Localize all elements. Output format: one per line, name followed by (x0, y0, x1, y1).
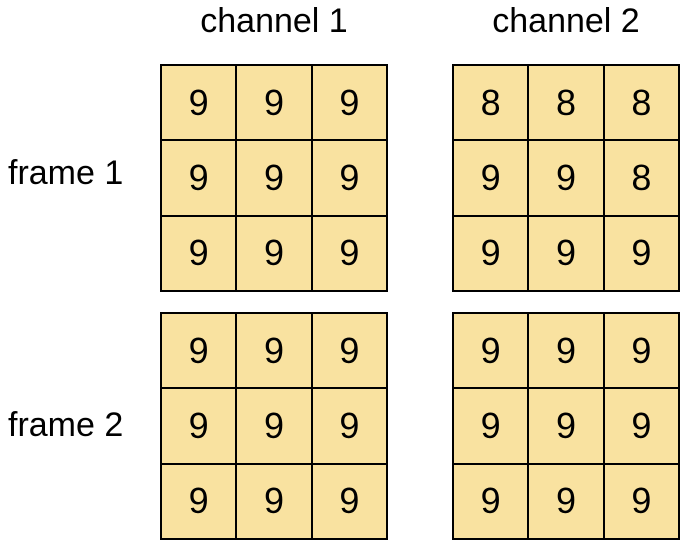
grid-cell: 9 (528, 463, 604, 539)
grid-cell: 9 (161, 215, 237, 291)
grid-frame-1-channel-2: 8 8 8 9 9 8 9 9 9 (452, 64, 680, 292)
grid-cell: 9 (161, 388, 237, 464)
grid-cell: 9 (161, 140, 237, 216)
grid-cell: 9 (161, 313, 237, 389)
grid-cell: 9 (528, 140, 604, 216)
grid-cell: 9 (528, 388, 604, 464)
grid-cell: 9 (603, 313, 679, 389)
grid-cell: 9 (236, 140, 312, 216)
grid-cell: 9 (311, 65, 387, 141)
grid-cell: 9 (311, 313, 387, 389)
grid-cell: 8 (603, 65, 679, 141)
grid-cell: 9 (528, 313, 604, 389)
grid-cell: 9 (453, 463, 529, 539)
grid-cell: 9 (311, 140, 387, 216)
grid-cell: 9 (161, 463, 237, 539)
grid-cell: 9 (453, 140, 529, 216)
grid-cell: 9 (453, 388, 529, 464)
grid-cell: 9 (161, 65, 237, 141)
column-header-channel-2: channel 2 (492, 2, 640, 40)
grid-cell: 8 (453, 65, 529, 141)
grid-frame-2-channel-1: 9 9 9 9 9 9 9 9 9 (160, 312, 388, 540)
grid-cell: 9 (453, 313, 529, 389)
grid-cell: 9 (311, 215, 387, 291)
grid-cell: 9 (236, 313, 312, 389)
grid-cell: 8 (528, 65, 604, 141)
grid-cell: 9 (528, 215, 604, 291)
grid-cell: 8 (603, 140, 679, 216)
column-header-channel-1: channel 1 (200, 2, 348, 40)
grid-cell: 9 (236, 215, 312, 291)
grid-cell: 9 (603, 463, 679, 539)
row-header-frame-1: frame 1 (8, 154, 124, 192)
grid-frame-2-channel-2: 9 9 9 9 9 9 9 9 9 (452, 312, 680, 540)
grid-cell: 9 (453, 215, 529, 291)
grid-cell: 9 (236, 463, 312, 539)
grid-cell: 9 (236, 388, 312, 464)
grid-cell: 9 (603, 388, 679, 464)
grid-cell: 9 (236, 65, 312, 141)
row-header-frame-2: frame 2 (8, 406, 124, 444)
grid-cell: 9 (603, 215, 679, 291)
grid-cell: 9 (311, 388, 387, 464)
grid-frame-1-channel-1: 9 9 9 9 9 9 9 9 9 (160, 64, 388, 292)
grid-cell: 9 (311, 463, 387, 539)
